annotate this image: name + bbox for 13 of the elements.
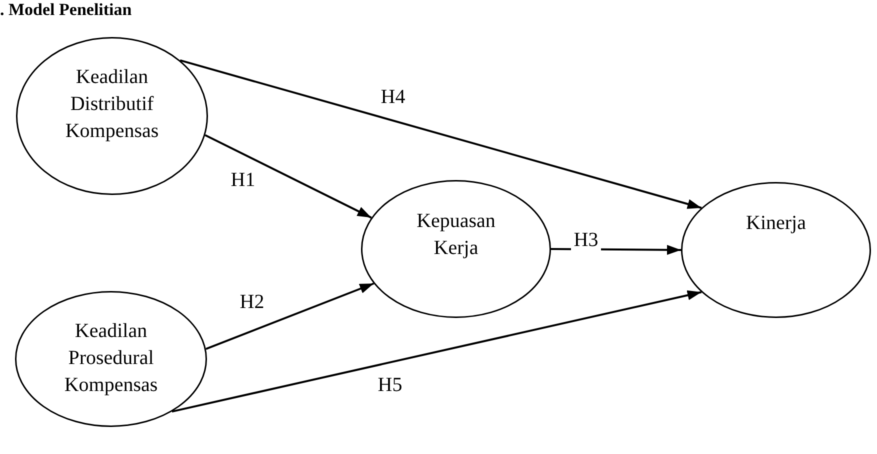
arrow bbox=[206, 282, 374, 350]
arrow bbox=[180, 59, 702, 209]
variable-label: Kinerja bbox=[745, 211, 807, 236]
arrow bbox=[172, 290, 702, 413]
arrow bbox=[204, 134, 372, 219]
figure-title: . Model Penelitian bbox=[0, 0, 132, 20]
variable-label: Kepuasan Kerja bbox=[416, 209, 496, 261]
variable-ellipse bbox=[16, 37, 208, 195]
variable-ellipse bbox=[361, 180, 551, 318]
variable-ellipse bbox=[15, 291, 207, 427]
variable-label: Keadilan Prosedural Kompensas bbox=[63, 319, 159, 398]
variable-ellipse bbox=[681, 182, 871, 318]
variable-label: Keadilan Distributif Kompensas bbox=[64, 65, 160, 144]
